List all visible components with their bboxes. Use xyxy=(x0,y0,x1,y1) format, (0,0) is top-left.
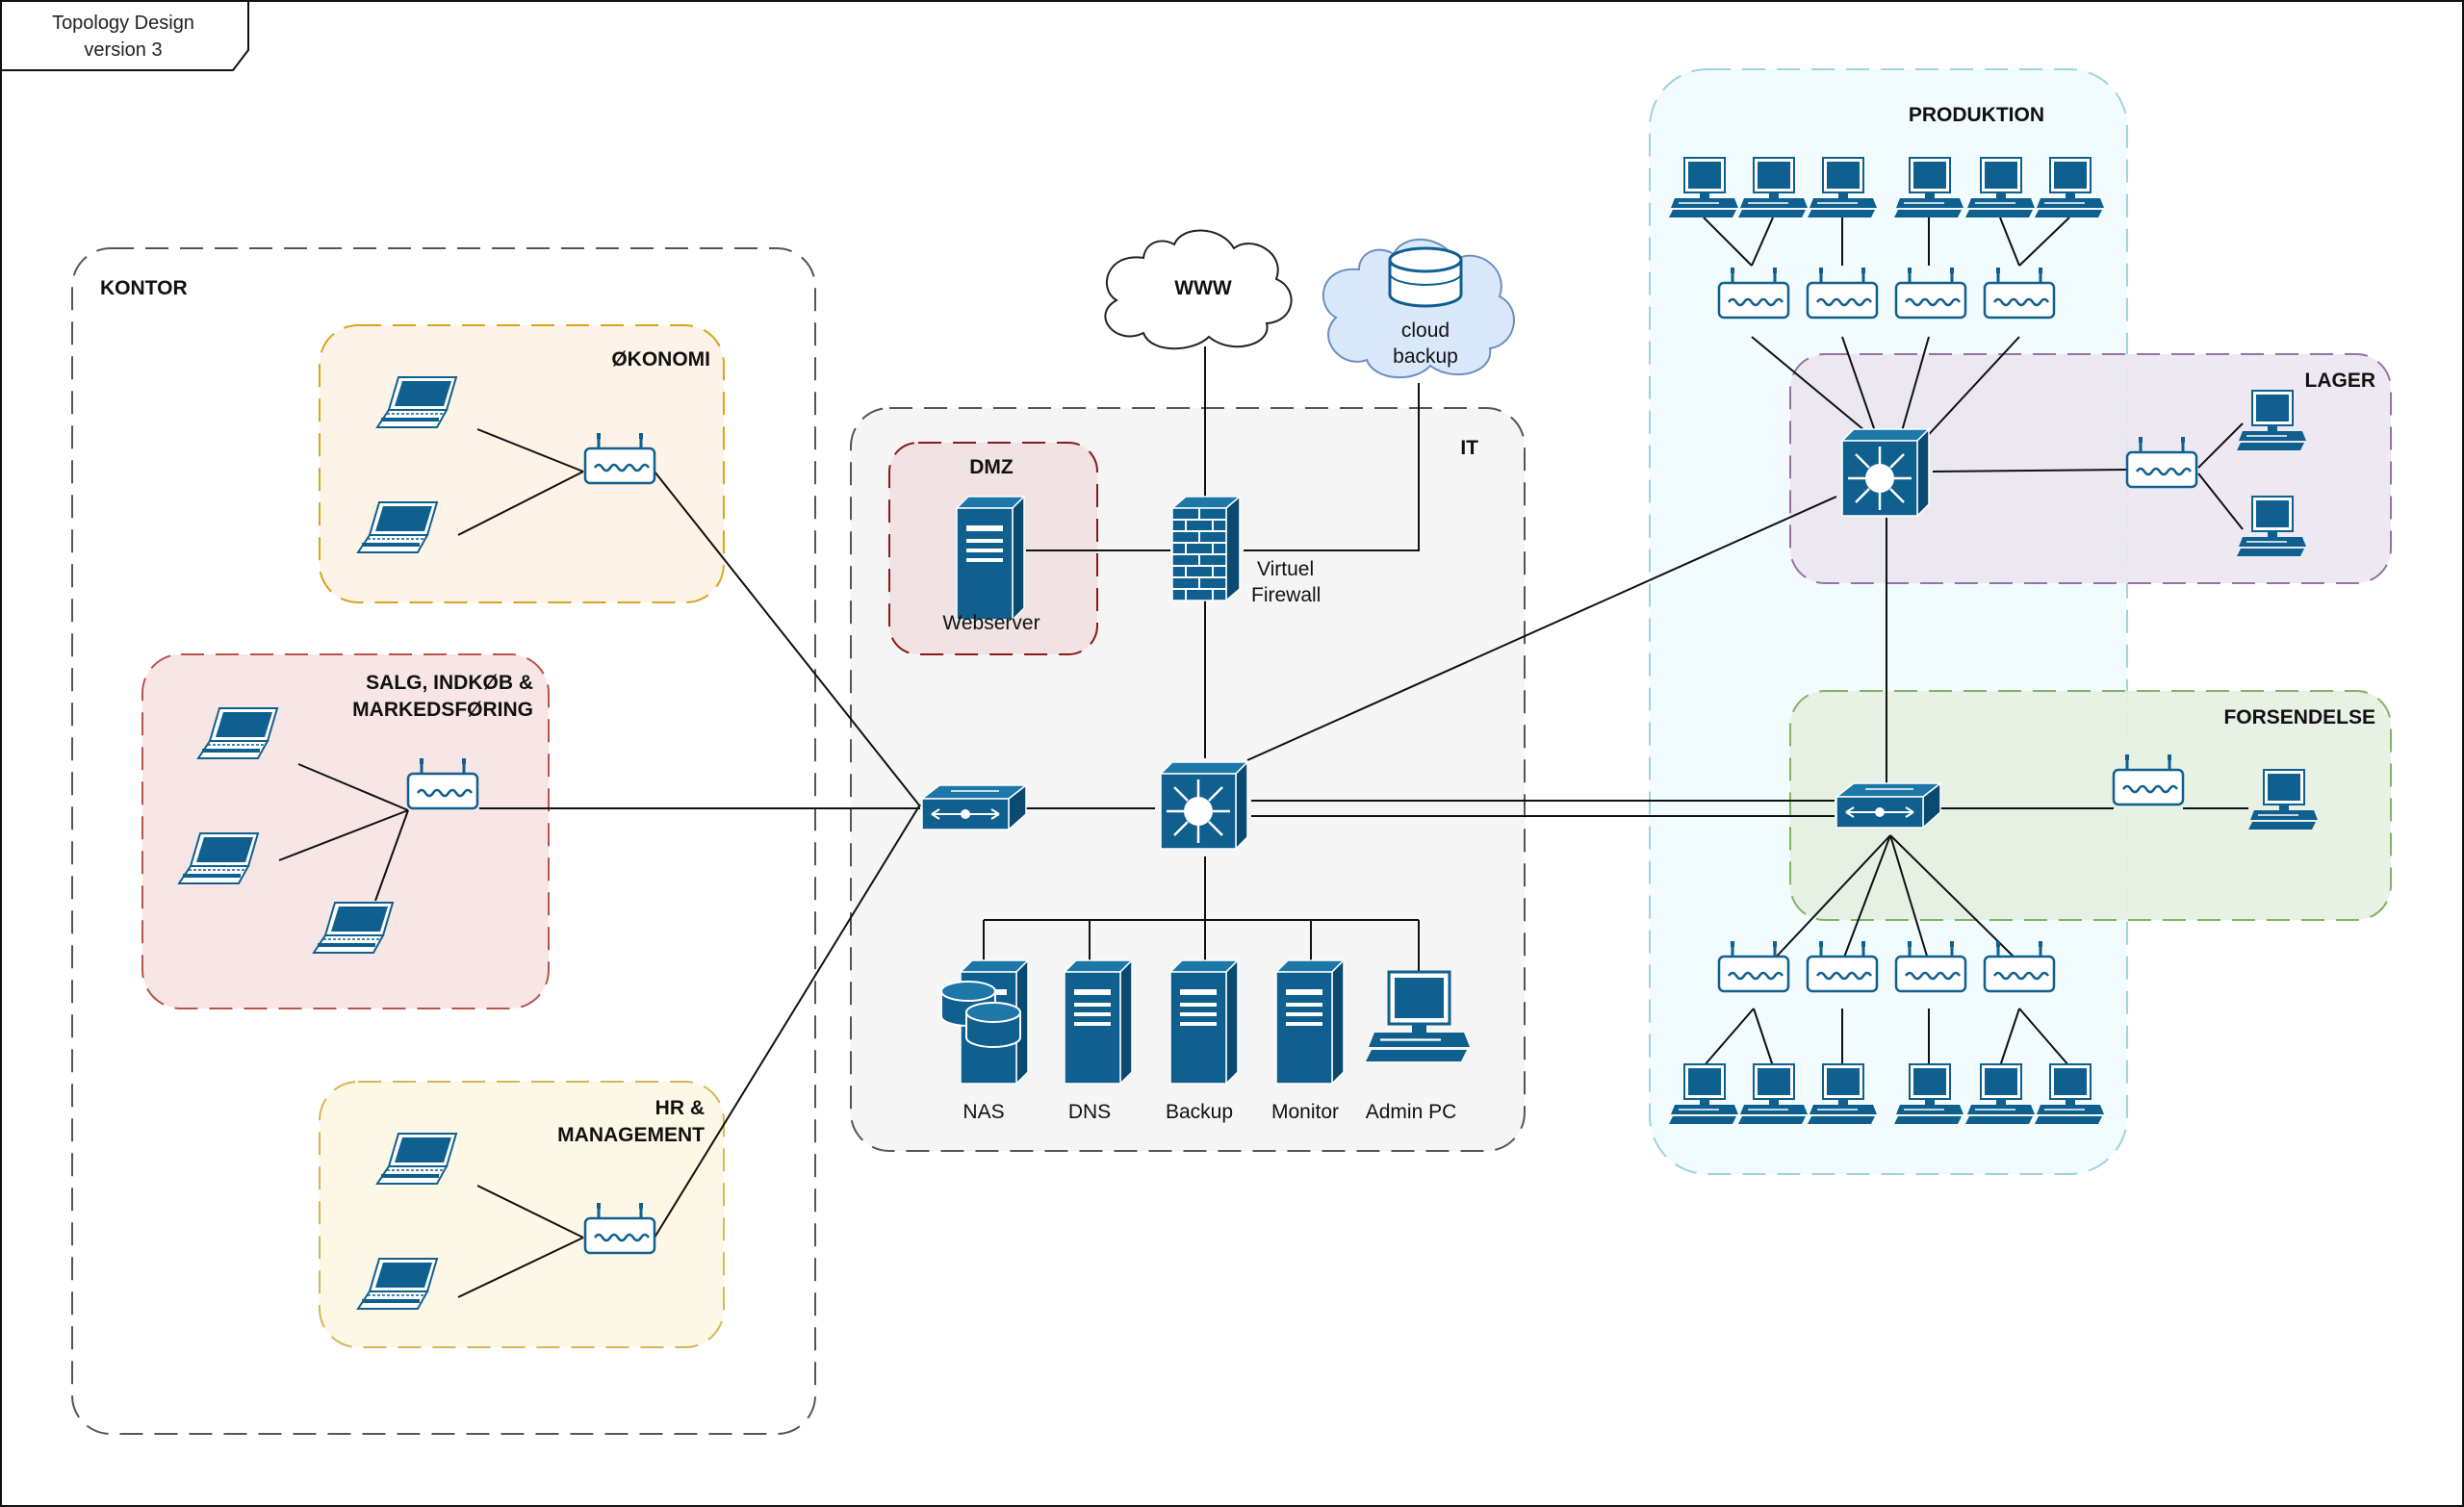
label-admin-pc: Admin PC xyxy=(1366,1101,1457,1123)
label-it: IT xyxy=(1460,437,1478,459)
label-firewall-2: Firewall xyxy=(1251,584,1321,606)
connections xyxy=(278,217,2248,1298)
server-icon xyxy=(1169,959,1239,1085)
label-salg-2: MARKEDSFØRING xyxy=(352,699,533,721)
database-icon xyxy=(1388,246,1463,308)
label-forsendelse: FORSENDELSE xyxy=(2223,706,2375,728)
label-cloud-1: cloud xyxy=(1401,319,1450,342)
server-icon xyxy=(1275,959,1345,1085)
label-cloud-2: backup xyxy=(1393,345,1458,368)
label-hr-2: MANAGEMENT xyxy=(557,1124,705,1146)
label-dns: DNS xyxy=(1068,1101,1111,1123)
label-firewall-1: Virtuel xyxy=(1257,558,1314,580)
zone-forsendelse xyxy=(1789,690,2392,921)
cloud-icon xyxy=(1322,239,1515,379)
database-icon xyxy=(940,981,1021,1048)
server-icon xyxy=(1064,959,1133,1085)
label-monitor: Monitor xyxy=(1271,1101,1339,1123)
title-line-1: Topology Design xyxy=(52,13,194,34)
label-salg-1: SALG, INDKØB & xyxy=(366,672,533,694)
core-switch-icon xyxy=(1840,427,1931,518)
core-switch-icon xyxy=(1159,760,1249,851)
label-kontor: KONTOR xyxy=(100,277,188,299)
switch-icon xyxy=(1835,782,1941,829)
switch-icon xyxy=(921,784,1027,830)
title-line-2: version 3 xyxy=(84,39,162,61)
label-backup: Backup xyxy=(1166,1101,1233,1123)
label-www: WWW xyxy=(1174,277,1232,299)
label-okonomi: ØKONOMI xyxy=(611,348,710,370)
label-webserver: Webserver xyxy=(942,612,1040,634)
zone-kontor xyxy=(71,247,816,1435)
firewall-icon xyxy=(1171,496,1241,601)
label-produktion: PRODUKTION xyxy=(1909,104,2044,126)
server-icon xyxy=(956,496,1025,621)
label-lager: LAGER xyxy=(2305,370,2376,392)
label-dmz: DMZ xyxy=(969,456,1014,478)
label-hr-1: HR & xyxy=(655,1097,705,1119)
label-nas: NAS xyxy=(962,1101,1004,1123)
cloud-icon xyxy=(1104,229,1293,350)
title-tab: Topology Design version 3 xyxy=(0,0,249,71)
